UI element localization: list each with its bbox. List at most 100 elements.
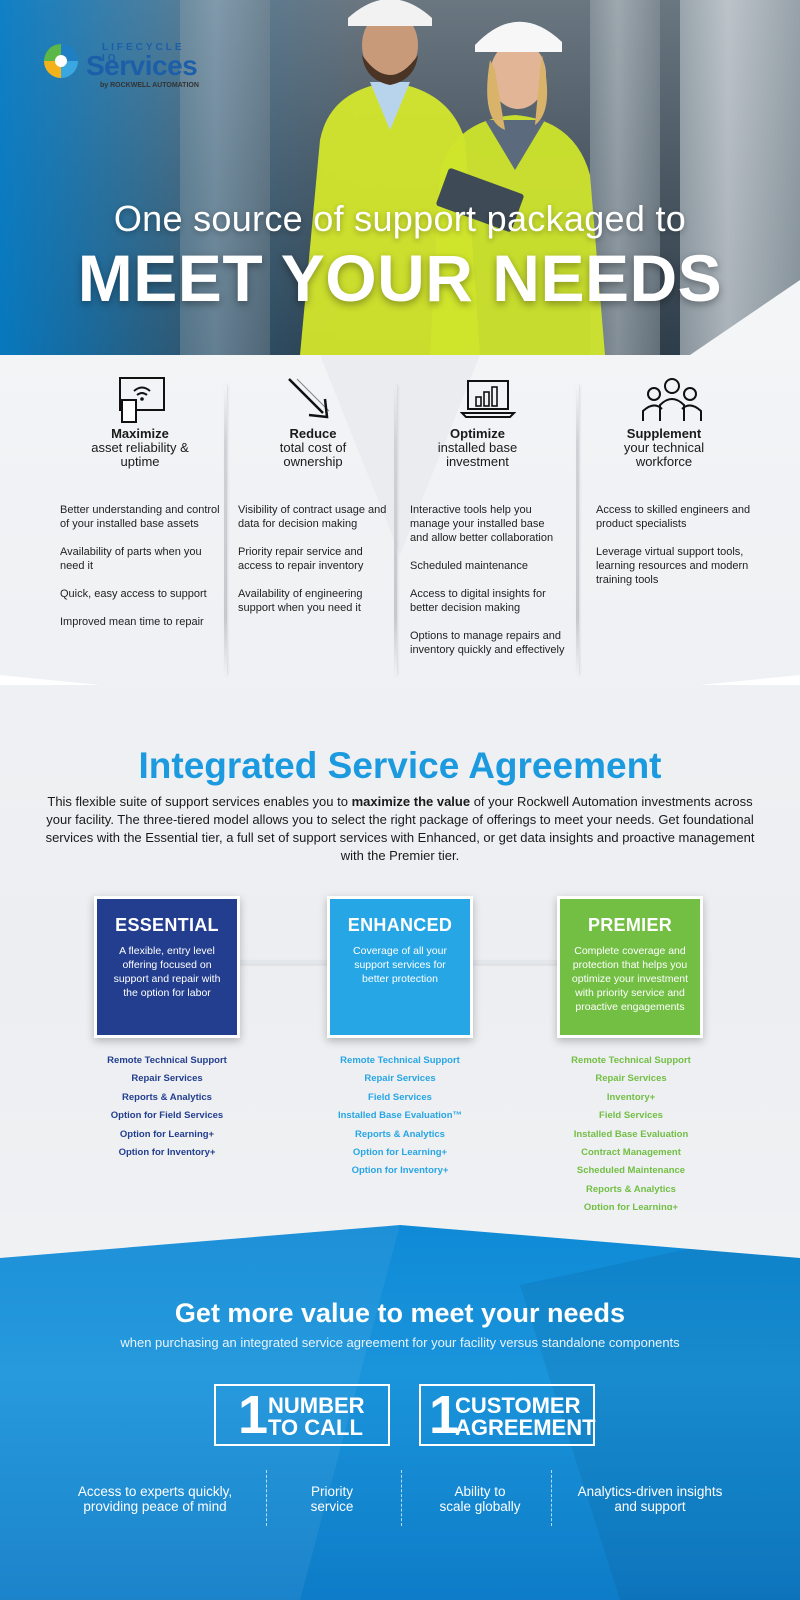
tier-card-premier: PREMIER Complete coverage and protection… <box>557 896 703 1038</box>
tier-list-item: Contract Management <box>581 1147 681 1159</box>
hero-banner: LIFECYCLE IQ Services by ROCKWELL AUTOMA… <box>0 0 800 355</box>
arrow-down-right-icon <box>288 378 330 419</box>
feature-item: Availability of engineering support when… <box>238 588 363 614</box>
feature-item: Access to skilled engineers and product … <box>596 504 751 530</box>
column-divider <box>576 385 579 675</box>
tier-list-item: Repair Services <box>595 1073 667 1085</box>
value-subtitle: when purchasing an integrated service ag… <box>120 1335 680 1350</box>
tier-list-item: Scheduled Maintenance <box>576 1165 686 1177</box>
value-bg-shapes <box>0 1225 800 1600</box>
tier-list-item: Inventory+ <box>606 1091 656 1103</box>
feature-subtitle: your technical workforce <box>623 440 705 469</box>
feature-subtitle: installed base investment <box>437 440 518 469</box>
benefit-line-2: providing peace of mind <box>83 1499 227 1514</box>
features-bg-shapes <box>0 355 800 685</box>
tier-list-item: Field Services <box>368 1091 432 1103</box>
value-section-angle <box>0 1210 800 1258</box>
feature-subtitle: asset reliability & uptime <box>91 440 189 469</box>
tier-list-item: Remote Technical Support <box>340 1055 460 1066</box>
feature-title: Supplement <box>626 426 702 441</box>
tier-list-item: Repair Services <box>364 1073 436 1085</box>
tier-name: PREMIER <box>587 915 673 935</box>
tier-list-item: Option for Inventory+ <box>351 1165 449 1177</box>
isa-text-bold: maximize the value <box>351 794 471 809</box>
tier-list-item: Field Services <box>599 1110 663 1122</box>
tier-list-item: Option for Inventory+ <box>118 1147 216 1159</box>
benefit-line-2: scale globally <box>439 1499 521 1514</box>
tier-list-item: Reports & Analytics <box>355 1128 445 1140</box>
feature-title: Maximize <box>111 426 169 441</box>
feature-item: Quick, easy access to support <box>60 588 207 600</box>
feature-item: Access to digital insights for better de… <box>410 588 546 614</box>
feature-item: Improved mean time to repair <box>60 616 204 628</box>
feature-item: Scheduled maintenance <box>410 560 529 572</box>
benefit-line-1: Priority <box>310 1484 353 1499</box>
isa-text-post: of your Rockwell Automation investments … <box>45 794 755 863</box>
tier-list-item: Remote Technical Support <box>107 1055 227 1066</box>
hero-angle-shape <box>690 280 800 360</box>
logo-mark-icon <box>44 44 78 78</box>
people-group-icon <box>642 378 702 421</box>
tier-list-item: Option for Learning+ <box>583 1202 679 1214</box>
tier-connector <box>470 960 560 964</box>
benefit-line-2: and support <box>614 1499 686 1514</box>
feature-item: Availability of parts when you need it <box>60 546 202 572</box>
box-number: 1 <box>238 1385 269 1445</box>
logo-line-2: Services <box>86 50 198 81</box>
benefit-divider <box>551 1470 552 1526</box>
box-number: 1 <box>429 1385 460 1445</box>
feature-item: Visibility of contract usage and data fo… <box>238 504 387 530</box>
tier-description: Complete coverage and protection that he… <box>571 945 689 1013</box>
tier-list-item: Reports & Analytics <box>122 1091 212 1103</box>
column-divider <box>224 385 227 675</box>
isa-text-pre: This flexible suite of support services … <box>47 794 352 809</box>
feature-item: Priority repair service and access to re… <box>238 546 364 572</box>
tier-name: ESSENTIAL <box>115 915 219 935</box>
tier-list-item: Option for Field Services <box>110 1110 224 1122</box>
tier-description: A flexible, entry level offering focused… <box>113 945 221 999</box>
tier-description: Coverage of all your support services fo… <box>353 945 447 985</box>
logo-line-3: by ROCKWELL AUTOMATION <box>100 82 199 89</box>
tier-list-item: Installed Base Evaluation™ <box>337 1110 463 1122</box>
number-to-call-box: 1 NUMBER TO CALL <box>214 1384 390 1446</box>
tier-list-premier: Remote Technical Support Repair Services… <box>541 1052 721 1218</box>
wifi-device-icon <box>119 377 165 423</box>
isa-title: Integrated Service Agreement <box>138 745 662 786</box>
box-line-1: CUSTOMER <box>455 1393 581 1418</box>
tier-card-essential: ESSENTIAL A flexible, entry level offeri… <box>94 896 240 1038</box>
value-section-bg <box>0 1225 800 1600</box>
feature-item: Better understanding and control of your… <box>60 504 220 530</box>
tier-list-item: Installed Base Evaluation <box>573 1128 689 1140</box>
benefit-divider <box>401 1470 402 1526</box>
box-line-2: AGREEMENT <box>455 1415 596 1440</box>
benefit-line-1: Access to experts quickly, <box>77 1484 233 1499</box>
benefit-line-1: Analytics-driven insights <box>577 1484 723 1499</box>
tier-list-enhanced: Remote Technical Support Repair Services… <box>310 1052 490 1181</box>
tier-list-item: Option for Learning+ <box>119 1128 215 1140</box>
feature-subtitle: total cost of ownership <box>279 440 347 469</box>
benefit-item: Access to experts quickly,providing peac… <box>60 1484 250 1514</box>
column-divider <box>394 385 397 675</box>
value-title: Get more value to meet your needs <box>174 1298 626 1328</box>
feature-item: Leverage virtual support tools, learning… <box>596 546 749 586</box>
isa-description: This flexible suite of support services … <box>40 793 760 865</box>
tier-list-essential: Remote Technical Support Repair Services… <box>77 1052 257 1162</box>
tier-list-item: Option for Learning+ <box>352 1147 448 1159</box>
logo-line-1: LIFECYCLE IQ <box>102 42 185 64</box>
box-line-1: NUMBER <box>268 1393 365 1418</box>
customer-agreement-box: 1 CUSTOMER AGREEMENT <box>419 1384 596 1446</box>
box-line-2: TO CALL <box>268 1415 363 1440</box>
laptop-chart-icon <box>460 380 516 418</box>
tier-card-enhanced: ENHANCED Coverage of all your support se… <box>327 896 473 1038</box>
feature-item: Interactive tools help you manage your i… <box>410 504 554 544</box>
tier-name: ENHANCED <box>347 915 453 935</box>
feature-title: Reduce <box>289 426 337 441</box>
